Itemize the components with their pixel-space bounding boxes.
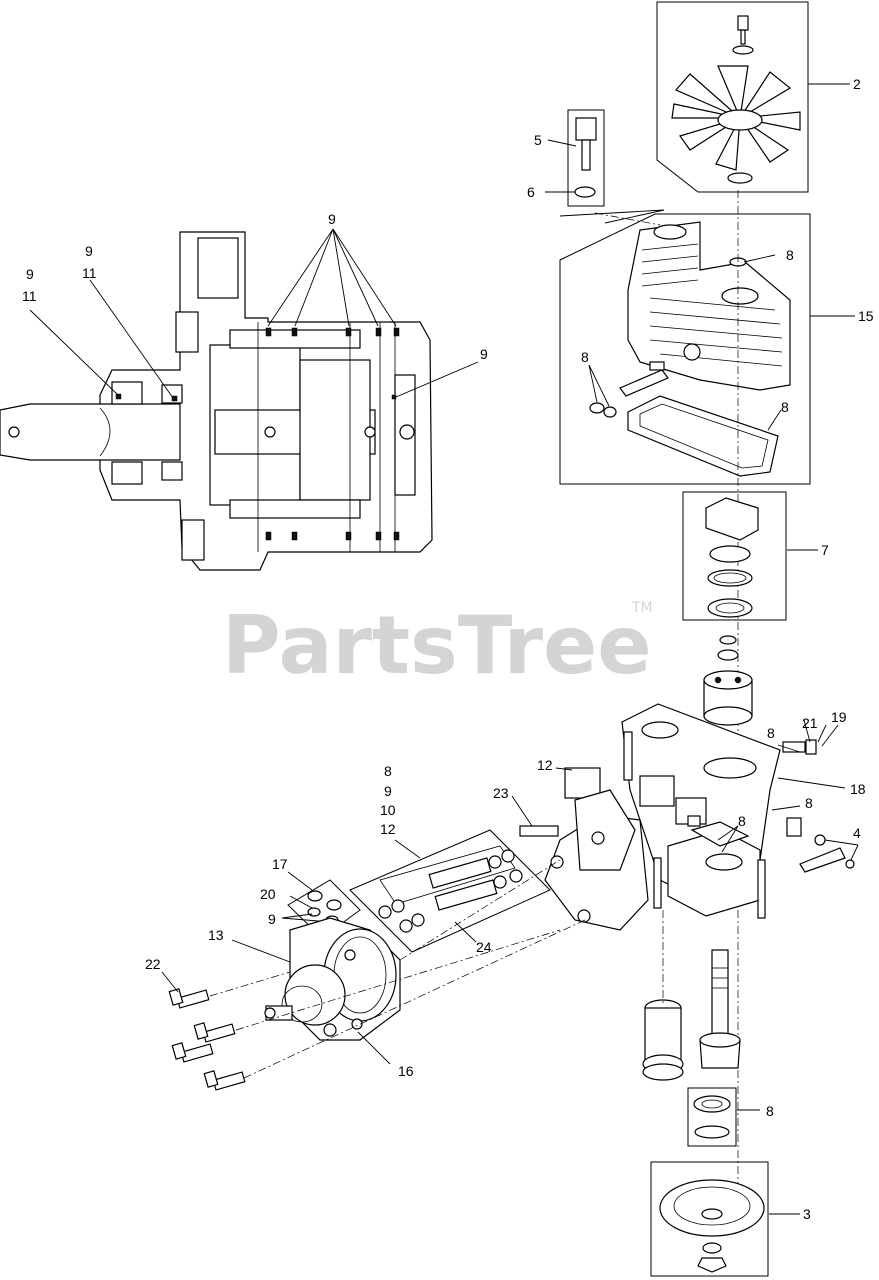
callout-8-bearing: 8 bbox=[766, 1103, 774, 1119]
callout-20: 20 bbox=[260, 886, 276, 902]
callout-2: 2 bbox=[853, 76, 861, 92]
axle-housing bbox=[511, 767, 649, 931]
callout-labels: 2 3 4 5 6 7 8 8 8 8 8 8 8 8 9 10 12 9 9 … bbox=[22, 76, 874, 1222]
callout-8-cover: 8 bbox=[786, 247, 794, 263]
callout-8-group: 8 bbox=[384, 763, 392, 779]
callout-8-valve: 8 bbox=[767, 725, 775, 741]
cross-section-view bbox=[0, 228, 479, 571]
callout-8-gasket: 8 bbox=[781, 399, 789, 415]
callout-9-top: 9 bbox=[328, 211, 336, 227]
watermark: PartsTree TM bbox=[222, 599, 653, 692]
callout-11-left-b: 11 bbox=[82, 265, 97, 281]
callout-9-group: 9 bbox=[384, 783, 392, 799]
callout-19: 19 bbox=[831, 709, 847, 725]
pulley-group bbox=[650, 1161, 800, 1277]
callout-12: 12 bbox=[537, 757, 553, 773]
cylinder-block bbox=[703, 635, 753, 726]
callout-7: 7 bbox=[821, 542, 829, 558]
callout-13: 13 bbox=[208, 927, 224, 943]
callout-23: 23 bbox=[493, 785, 509, 801]
callout-22: 22 bbox=[145, 956, 161, 972]
swashplate-assembly bbox=[682, 491, 818, 621]
callout-3: 3 bbox=[803, 1206, 811, 1222]
hydraulic-motor bbox=[231, 917, 401, 1065]
callout-9-right: 9 bbox=[480, 346, 488, 362]
tube-seal-group bbox=[349, 829, 551, 953]
filter-canister bbox=[642, 910, 684, 1081]
callout-18: 18 bbox=[850, 781, 866, 797]
callout-6: 6 bbox=[527, 184, 535, 200]
callout-5: 5 bbox=[534, 132, 542, 148]
callout-9-left-a: 9 bbox=[26, 266, 34, 282]
callout-12-group: 12 bbox=[380, 821, 396, 837]
callout-8-orings: 8 bbox=[581, 349, 589, 365]
callout-4: 4 bbox=[853, 825, 861, 841]
watermark-trademark: TM bbox=[631, 600, 653, 616]
callout-15: 15 bbox=[858, 308, 874, 324]
watermark-text: PartsTree bbox=[222, 599, 652, 692]
callout-21: 21 bbox=[802, 715, 818, 731]
housing-cover-assembly bbox=[559, 209, 811, 485]
callout-9-left-b: 9 bbox=[85, 243, 93, 259]
callout-10-group: 10 bbox=[380, 802, 396, 818]
callout-8-mid: 8 bbox=[738, 813, 746, 829]
callout-9-small: 9 bbox=[268, 911, 276, 927]
callout-24: 24 bbox=[476, 939, 492, 955]
callout-17: 17 bbox=[272, 856, 288, 872]
callout-11-left-a: 11 bbox=[22, 288, 37, 304]
center-section bbox=[621, 703, 859, 919]
bolt-set bbox=[161, 859, 586, 1091]
motor-shaft bbox=[699, 949, 741, 1069]
callout-16: 16 bbox=[398, 1063, 414, 1079]
vent-assembly bbox=[545, 109, 605, 207]
fan-assembly bbox=[656, 1, 809, 193]
callout-8-side: 8 bbox=[805, 795, 813, 811]
bearing-retainer-group bbox=[687, 1087, 760, 1147]
